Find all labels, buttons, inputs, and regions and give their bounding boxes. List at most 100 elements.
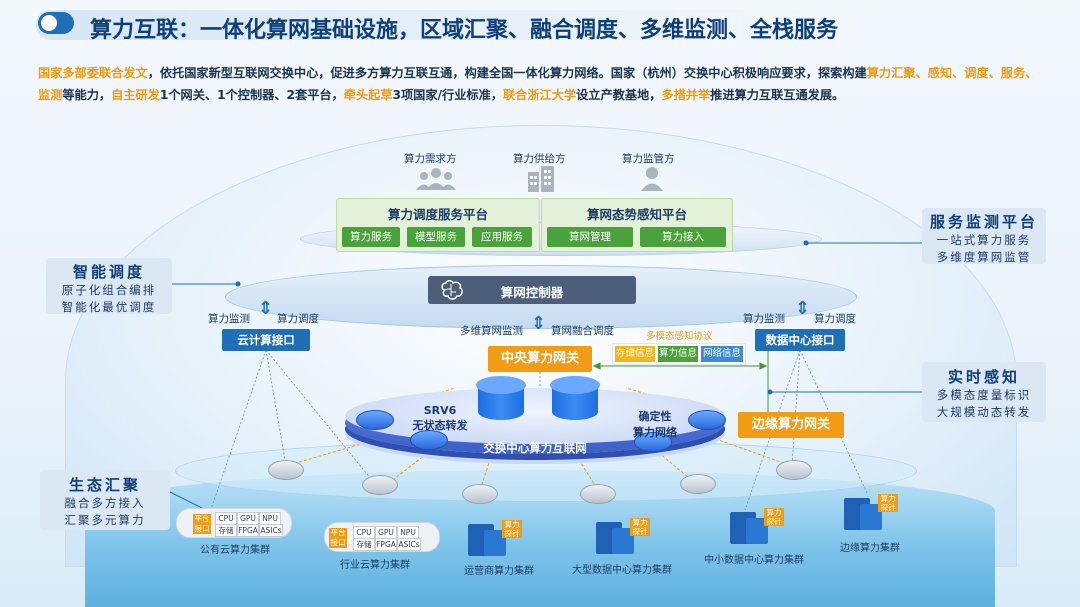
eco-title: 生态汇聚	[68, 476, 141, 494]
platform-item[interactable]: 算力接入	[640, 227, 726, 247]
chip-storage: 存储	[353, 538, 375, 551]
router-icon	[680, 474, 716, 494]
building-icon	[528, 166, 554, 192]
realtime-perception-box: 实时感知 多模态度量标识 大规模动态转发	[922, 362, 1046, 422]
eco-line: 汇聚多元算力	[64, 513, 146, 527]
brain-icon	[441, 280, 463, 300]
chip-platform: 平台接口	[193, 514, 211, 534]
intro-text: 3项国家/行业标准，	[392, 88, 503, 102]
chip-platform-label: 平台	[194, 514, 210, 523]
realtime-title: 实时感知	[947, 368, 1020, 386]
cylinder-top-icon	[476, 376, 526, 394]
chip-asics: ASICs	[397, 538, 421, 551]
intro-highlight: 牵头起草	[343, 88, 393, 102]
service-monitor-box: 服务监测平台 一站式算力服务 多维度算网监管	[922, 208, 1046, 264]
router-icon	[410, 430, 448, 450]
role-demand-label: 算力需求方	[404, 153, 457, 165]
supervisor-icon	[641, 167, 663, 191]
industry-cloud-cluster[interactable]: 平台接口 CPU GPU NPU 存储 FPGA ASICs	[324, 522, 440, 552]
server-icon	[746, 518, 768, 544]
probe-tag: 算力探针	[630, 518, 650, 536]
platform-item[interactable]: 算网管理	[547, 227, 633, 247]
intro-highlight: 多措并举	[661, 88, 711, 102]
server-icon	[860, 504, 882, 530]
cloud-interface-button[interactable]: 云计算接口	[222, 329, 310, 351]
probe-tag-l1: 算力	[766, 508, 782, 517]
controller-label: 算网控制器	[500, 285, 564, 300]
server-icon	[612, 528, 634, 554]
intro-highlight: 算力汇聚、感知、调度、服务、监测	[38, 66, 1038, 102]
intro-text: 等能力，	[62, 88, 112, 102]
role-supply-label: 算力供给方	[513, 153, 566, 165]
perception-platform-panel: 算网态势感知平台 算网管理 算力接入	[541, 198, 733, 252]
chip-npu: NPU	[397, 526, 419, 539]
cluster-label-industry: 行业云算力集群	[340, 560, 410, 571]
probe-tag: 算力探针	[764, 508, 784, 526]
edge-cluster[interactable]: 算力探针	[844, 494, 904, 534]
cluster-label-large-dc: 大型数据中心算力集群	[572, 565, 672, 576]
users-icon	[416, 168, 456, 190]
probe-tag: 算力探针	[502, 520, 522, 538]
platform-item[interactable]: 模型服务	[407, 227, 465, 247]
probe-tag: 算力探针	[878, 494, 898, 512]
srv6-title: SRV6	[423, 404, 457, 417]
platform-item[interactable]: 算力服务	[342, 227, 400, 247]
public-cloud-cluster[interactable]: 平台接口 CPU GPU NPU 存储 FPGA ASICs	[176, 508, 292, 538]
updown-arrow-icon: ⇕	[258, 298, 274, 319]
arrow-label-left-up: 算力监测	[208, 313, 250, 325]
protocol-tag-network: 网络信息	[701, 346, 743, 362]
chip-interface-label: 接口	[330, 538, 346, 547]
realtime-line: 多模态度量标识	[936, 388, 1032, 402]
ecosystem-box: 生态汇聚 融合多方接入 汇聚多元算力	[40, 470, 170, 530]
probe-tag-l2: 探针	[632, 527, 648, 536]
probe-tag-l1: 算力	[504, 520, 520, 529]
router-icon	[462, 484, 498, 504]
chip-fpga: FPGA	[375, 538, 397, 551]
service-title: 服务监测平台	[929, 213, 1038, 231]
intro-paragraph: 国家多部委联合发文，依托国家新型互联网交换中心，促进多方算力互联互通，构建全国一…	[38, 62, 1048, 106]
det-sub: 算力网络	[633, 426, 677, 439]
protocol-tag-compute: 算力信息	[658, 346, 698, 362]
edge-gateway-button[interactable]: 边缘算力网关	[738, 412, 844, 438]
datacenter-interface-button[interactable]: 数据中心接口	[755, 329, 845, 351]
server-icon	[484, 530, 506, 556]
operator-cluster[interactable]: 算力探针	[468, 520, 528, 560]
router-icon	[776, 460, 812, 480]
arrow-label-left-down: 算力调度	[277, 313, 319, 325]
cluster-label-public: 公有云算力集群	[200, 545, 270, 556]
router-icon	[362, 475, 398, 495]
router-icon	[268, 460, 304, 480]
large-dc-cluster[interactable]: 算力探针	[596, 518, 656, 558]
chip-platform-label: 平台	[330, 528, 346, 537]
controller-box[interactable]: 算网控制器	[428, 276, 636, 304]
chip-asics: ASICs	[259, 524, 283, 537]
controller-ring	[225, 265, 857, 329]
intro-text: 1个网关、1个控制器、2套平台，	[159, 88, 344, 102]
deterministic-label: 确定性 算力网络	[622, 408, 688, 440]
router-icon	[356, 410, 394, 430]
protocol-tags: 存储信息 算力信息 网络信息	[612, 343, 746, 365]
page-title: 算力互联：一体化算网基础设施，区域汇聚、融合调度、多维监测、全栈服务	[90, 18, 839, 43]
router-icon	[688, 410, 726, 430]
small-dc-cluster[interactable]: 算力探针	[730, 508, 790, 548]
title-bar	[36, 10, 856, 40]
central-gateway-button[interactable]: 中央算力网关	[488, 346, 592, 372]
toggle-icon	[38, 12, 74, 34]
arrow-label-right-up: 算力监测	[743, 313, 785, 325]
router-icon	[634, 432, 672, 452]
intro-highlight: 联合浙江大学	[502, 88, 577, 102]
updown-arrow-icon: ⇕	[531, 313, 547, 334]
det-title: 确定性	[638, 410, 672, 423]
arrow-label-right-down: 算力调度	[814, 313, 856, 325]
chip-platform: 平台接口	[329, 528, 347, 548]
srv6-sub: 无状态转发	[412, 419, 468, 432]
probe-tag-l1: 算力	[880, 494, 896, 503]
service-line: 多维度算网监管	[936, 250, 1032, 264]
probe-tag-l2: 探针	[880, 503, 896, 512]
platform-item[interactable]: 应用服务	[472, 227, 532, 247]
intro-text: 设立产教基地，	[576, 88, 662, 102]
realtime-line: 大规模动态转发	[936, 405, 1032, 419]
protocol-tag-storage: 存储信息	[615, 346, 655, 362]
chip-interface-label: 接口	[194, 524, 210, 533]
updown-arrow-icon: ⇕	[795, 298, 811, 319]
